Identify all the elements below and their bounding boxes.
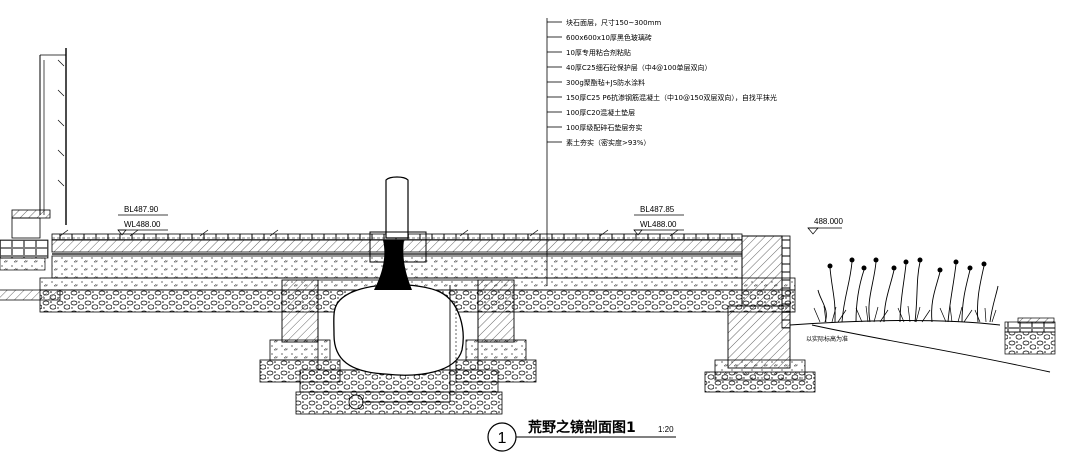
layer-label: 块石面层，尺寸150~300mm [566,18,661,27]
layer-label: 40厚C25细石砼保护层（中4@100单层双向） [566,63,712,72]
planting-bed [789,257,1056,373]
section-number: 1 [498,430,507,447]
pool-edge-wall [704,235,816,393]
layer-label: 100厚C20混凝土垫层 [566,108,635,117]
flower-heads [827,257,987,273]
level-marker-mid: BL487.85 WL488.00 [633,205,684,236]
level-marker-right: 488.000 [807,217,843,235]
boulder [333,283,464,376]
layer-callout: 块石面层，尺寸150~300mm 600x600x10厚黑色玻璃砖 10厚专用粘… [546,18,777,286]
layer-label: 素土夯实（密实度>93%） [566,138,650,147]
stone-column [385,176,409,239]
section-title: 1 荒野之镜剖面图1 1:20 [487,419,676,452]
layer-label: 100厚级配碎石垫层夯实 [566,123,642,132]
section-name: 荒野之镜剖面图1 [527,419,636,436]
layer-label: 300g聚酯毡+JS防水涂料 [566,78,645,87]
layer-label: 150厚C25 P6抗渗钢筋混凝土（中10@150双层双向），自找平抹光 [566,93,777,102]
grass-clumps [813,305,997,323]
center-pit [295,176,503,415]
level-label: BL487.85 [640,205,675,214]
layer-label: 600x600x10厚黑色玻璃砖 [566,33,652,42]
level-marker-left: BL487.90 WL488.00 [117,205,168,236]
level-label: WL488.00 [124,220,161,229]
level-label: BL487.90 [124,205,159,214]
ground-note: 以实际标高为准 [806,335,848,343]
level-label: 488.000 [814,217,843,226]
section-scale: 1:20 [658,425,674,434]
ornamental-grass [817,261,999,323]
level-label: WL488.00 [640,220,677,229]
layer-label: 10厚专用粘合剂粘贴 [566,48,631,57]
